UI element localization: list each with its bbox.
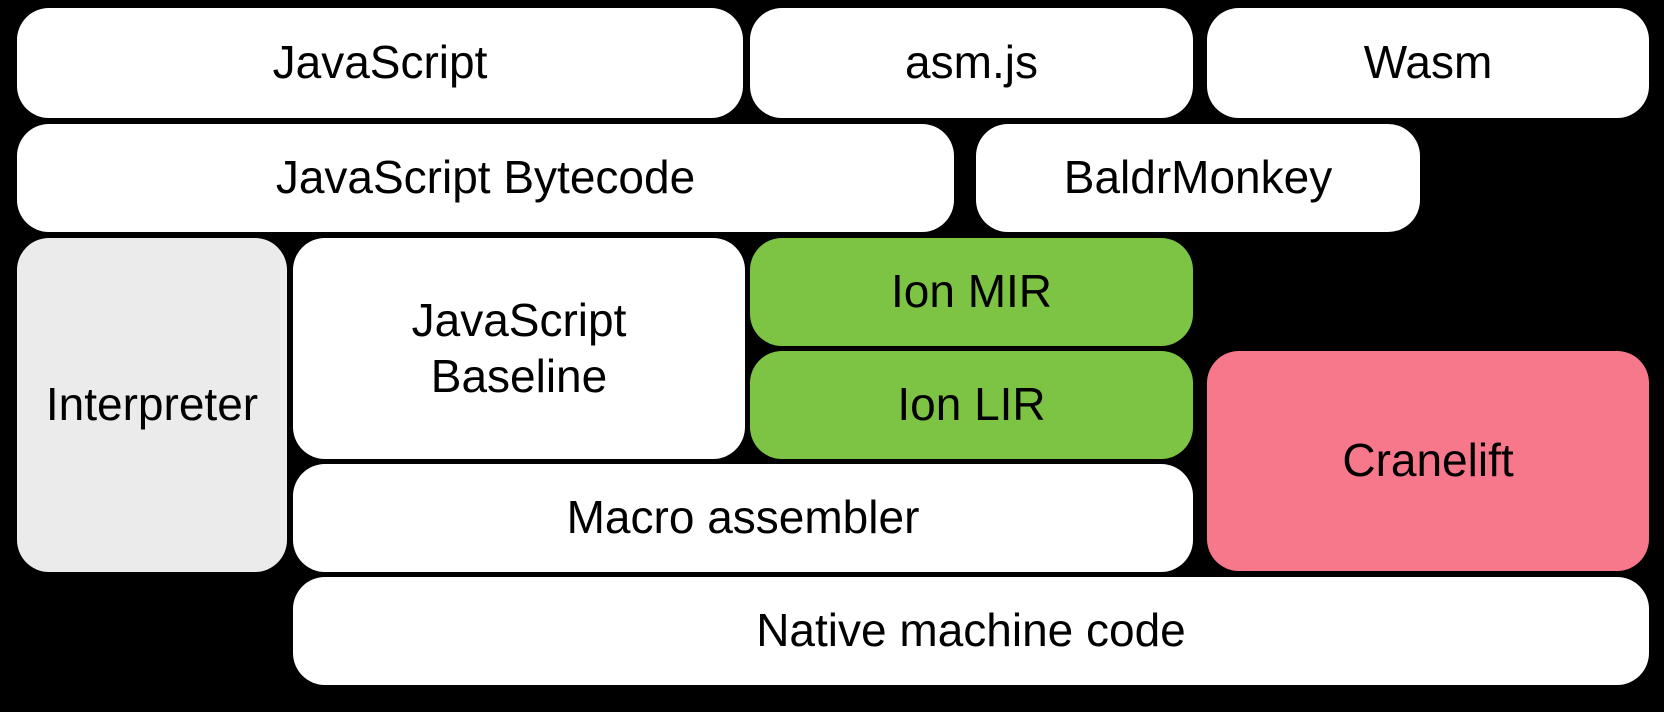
node-cranelift: Cranelift [1207,351,1649,571]
node-ion-mir: Ion MIR [750,238,1193,346]
node-native-machine-code: Native machine code [293,577,1649,685]
node-ion-lir: Ion LIR [750,351,1193,459]
node-interpreter: Interpreter [17,238,287,572]
node-javascript-bytecode: JavaScript Bytecode [17,124,954,232]
node-wasm: Wasm [1207,8,1649,118]
node-asmjs: asm.js [750,8,1193,118]
node-javascript: JavaScript [17,8,743,118]
node-baldrmonkey: BaldrMonkey [976,124,1420,232]
node-javascript-baseline: JavaScript Baseline [293,238,745,459]
node-macro-assembler: Macro assembler [293,464,1193,572]
